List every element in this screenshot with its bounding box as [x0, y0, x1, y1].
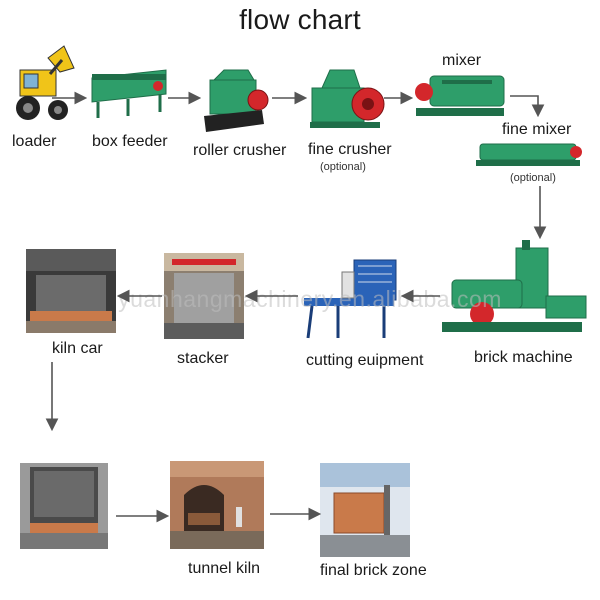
step-note-fine-mixer: (optional): [510, 172, 556, 184]
step-label-fine-mixer: fine mixer: [502, 121, 572, 138]
fine-crusher-image: [310, 69, 385, 128]
step-note-fine-crusher: (optional): [320, 161, 366, 173]
step-label-fine-crusher: fine crusher: [308, 141, 392, 158]
step-label-stacker: stacker: [177, 350, 229, 367]
roller-crusher-image: [204, 69, 269, 132]
step-label-kiln-car: kiln car: [52, 340, 103, 357]
box-feeder-image: [91, 69, 167, 118]
fine-mixer-image: [476, 143, 582, 166]
watermark: yuanhangmachinery.en.alibaba.com: [118, 286, 502, 312]
step-label-brick-machine: brick machine: [474, 349, 573, 366]
step-label-tunnel-kiln: tunnel kiln: [188, 560, 261, 577]
loader-image: [16, 45, 75, 120]
mixer-image: [415, 75, 505, 116]
step-label-mixer: mixer: [442, 52, 482, 69]
brick-machine-image: [442, 240, 587, 332]
stacker-image: [164, 253, 244, 339]
step-label-final-brick-zone: final brick zone: [320, 562, 427, 579]
step-label-roller-crusher: roller crusher: [193, 142, 287, 159]
page-title: flow chart: [239, 4, 361, 35]
step-label-cutting-equipment: cutting euipment: [306, 352, 424, 369]
tunnel-kiln-image: [170, 461, 264, 549]
kiln-car-image: [26, 249, 116, 333]
final-brick-zone-image: [320, 463, 410, 557]
step-label-box-feeder: box feeder: [92, 133, 168, 150]
drying-chamber-image: [20, 463, 108, 549]
step-label-loader: loader: [12, 133, 57, 150]
cutting-equipment-image: [304, 259, 397, 339]
arrow-mixer-to-fine-mixer: [510, 95, 545, 118]
